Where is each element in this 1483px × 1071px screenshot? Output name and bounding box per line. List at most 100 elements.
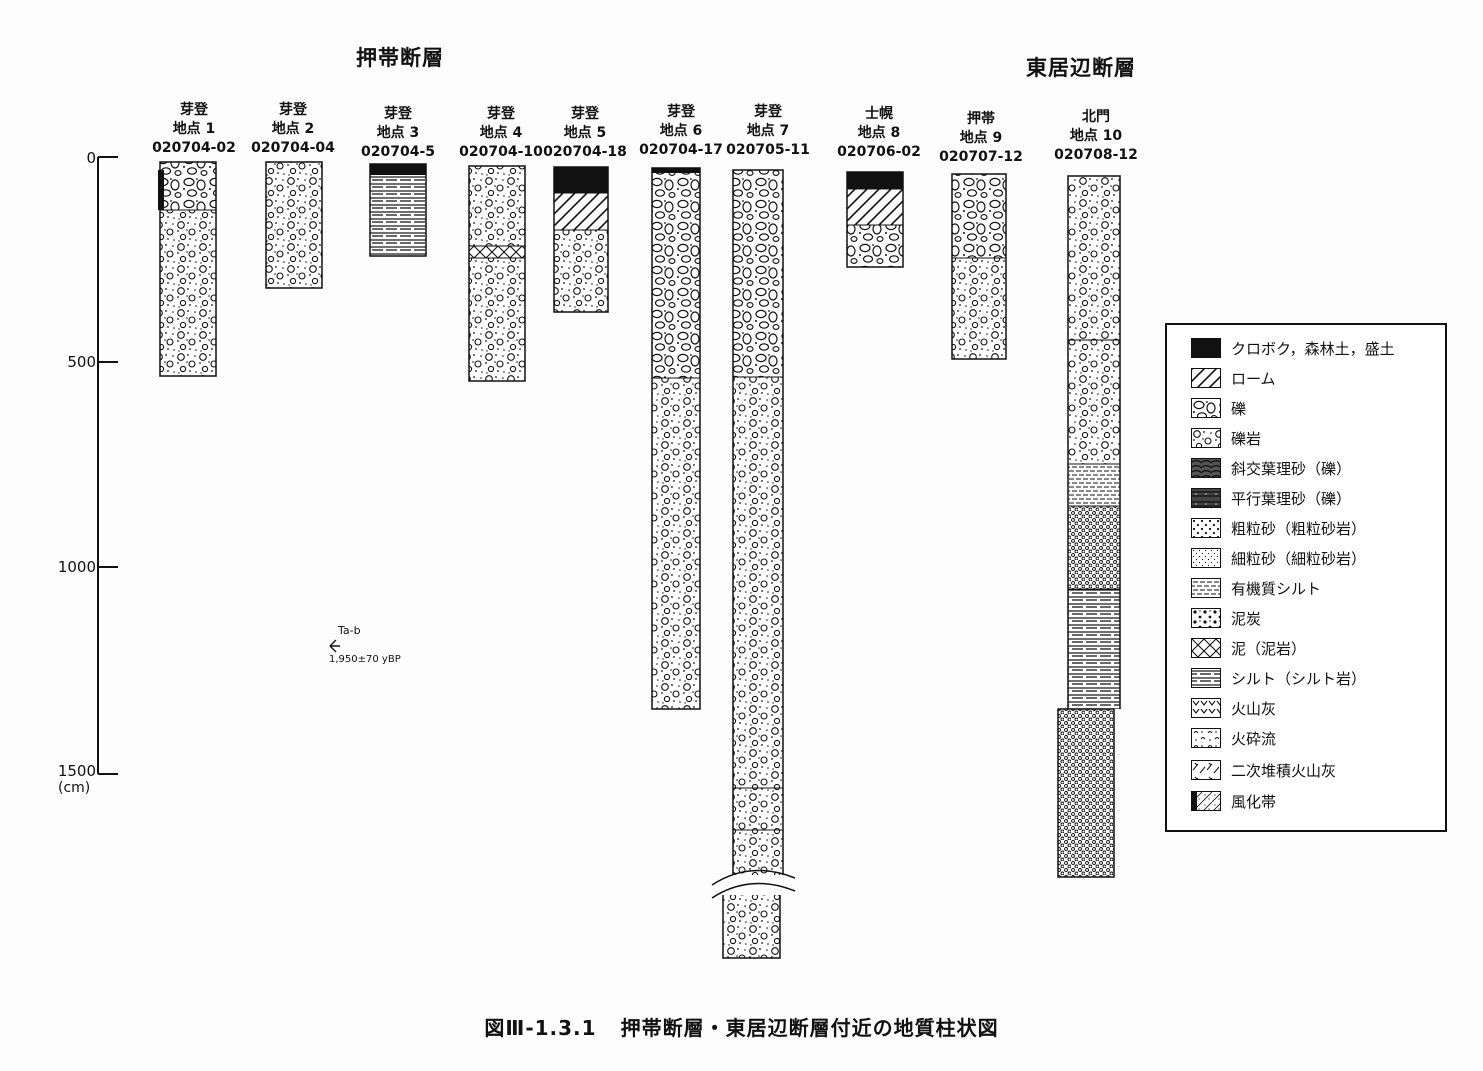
scale-tick-label: 0 bbox=[86, 149, 96, 167]
depth-scale-axis bbox=[97, 156, 118, 775]
figure-title: 押帯断層・東居辺断層付近の地質柱状図 bbox=[620, 1016, 999, 1040]
column-site: 地点 9 bbox=[959, 130, 1003, 146]
fault-title-higashiorobe: 東居辺断層 bbox=[1026, 56, 1136, 80]
legend-label: 二次堆積火山灰 bbox=[1231, 761, 1337, 780]
legend-item-mud: 泥（泥岩） bbox=[1191, 635, 1306, 661]
legend-item-weathered-zone: 風化帯 bbox=[1191, 788, 1276, 814]
legend-item-pyroclastic-flow: 火砕流 bbox=[1191, 725, 1276, 751]
legend-item-kurobok: クロボク，森林土，盛土 bbox=[1191, 335, 1395, 361]
column-code: 020704-10 bbox=[459, 144, 543, 160]
scale-tick-label: 500 bbox=[67, 353, 96, 371]
column-code: 020704-02 bbox=[152, 140, 236, 156]
scale-tick-label: 1000 bbox=[57, 558, 96, 576]
column-code: 020704-5 bbox=[361, 144, 435, 160]
gravel-swatch-icon bbox=[1191, 398, 1221, 418]
column-8 bbox=[846, 171, 904, 268]
legend-label: 泥（泥岩） bbox=[1231, 639, 1307, 658]
column-header-9: 押帯 地点 9 020707-12 bbox=[926, 110, 1036, 167]
legend-label: 礫 bbox=[1231, 399, 1247, 418]
legend: クロボク，森林土，盛土 ローム 礫 礫岩 斜交葉理砂（礫） 平行葉理砂（礫） 粗… bbox=[1165, 323, 1447, 832]
silt-swatch-icon bbox=[1191, 668, 1221, 688]
coarse-sand-swatch-icon bbox=[1191, 518, 1221, 538]
secondary-ash-swatch-icon bbox=[1191, 760, 1221, 780]
column-site: 地点 4 bbox=[479, 125, 523, 141]
legend-label: 火山灰 bbox=[1231, 699, 1277, 718]
column-code: 020706-02 bbox=[837, 144, 921, 160]
legend-item-conglomerate: 礫岩 bbox=[1191, 425, 1261, 451]
column-site: 地点 10 bbox=[1069, 128, 1123, 144]
legend-label: 平行葉理砂（礫） bbox=[1231, 489, 1352, 508]
column-header-2: 芽登 地点 2 020704-04 bbox=[238, 101, 348, 158]
column-area: 士幌 bbox=[865, 106, 893, 122]
legend-item-cross-bedded-sand: 斜交葉理砂（礫） bbox=[1191, 455, 1351, 481]
column-header-6: 芽登 地点 6 020704-17 bbox=[626, 103, 736, 160]
mud-swatch-icon bbox=[1191, 638, 1221, 658]
column-3 bbox=[369, 163, 427, 257]
column-code: 020708-12 bbox=[1054, 147, 1138, 163]
volcanic-ash-swatch-icon bbox=[1191, 698, 1221, 718]
column-1 bbox=[158, 161, 217, 377]
pyroclastic-swatch-icon bbox=[1191, 728, 1221, 748]
column-site: 地点 5 bbox=[563, 125, 607, 141]
column-code: 020704-18 bbox=[543, 144, 627, 160]
column-site: 地点 1 bbox=[172, 121, 216, 137]
tephra-date: 1,950±70 yBP bbox=[329, 654, 401, 665]
weathered-swatch-icon bbox=[1191, 791, 1221, 811]
fault-title-oshiobi: 押帯断層 bbox=[356, 46, 444, 70]
column-9 bbox=[951, 173, 1007, 360]
column-area: 芽登 bbox=[279, 102, 307, 118]
fine-sand-swatch-icon bbox=[1191, 548, 1221, 568]
legend-item-parallel-laminated-sand: 平行葉理砂（礫） bbox=[1191, 485, 1351, 511]
column-header-7: 芽登 地点 7 020705-11 bbox=[713, 103, 823, 160]
column-area: 芽登 bbox=[754, 104, 782, 120]
legend-label: 斜交葉理砂（礫） bbox=[1231, 459, 1352, 478]
column-header-3: 芽登 地点 3 020704-5 bbox=[343, 105, 453, 162]
column-area: 北門 bbox=[1082, 109, 1110, 125]
legend-label: シルト（シルト岩） bbox=[1231, 669, 1367, 688]
column-site: 地点 7 bbox=[746, 123, 790, 139]
legend-item-silt: シルト（シルト岩） bbox=[1191, 665, 1366, 691]
column-2 bbox=[265, 161, 323, 289]
break-mark bbox=[711, 869, 796, 886]
column-area: 芽登 bbox=[384, 106, 412, 122]
column-7 bbox=[711, 169, 796, 959]
column-header-5: 芽登 地点 5 020704-18 bbox=[530, 105, 640, 162]
legend-item-coarse-sand: 粗粒砂（粗粒砂岩） bbox=[1191, 515, 1366, 541]
column-header-1: 芽登 地点 1 020704-02 bbox=[139, 101, 249, 158]
column-code: 020704-17 bbox=[639, 142, 723, 158]
column-site: 地点 2 bbox=[271, 121, 315, 137]
scale-tick-label: 1500 bbox=[57, 762, 96, 780]
figure-caption: 図Ⅲ-1.3.1 押帯断層・東居辺断層付近の地質柱状図 bbox=[0, 1012, 1483, 1041]
legend-item-fine-sand: 細粒砂（細粒砂岩） bbox=[1191, 545, 1366, 571]
column-5 bbox=[553, 166, 609, 313]
hatch-swatch-icon bbox=[1191, 368, 1221, 388]
column-area: 芽登 bbox=[667, 104, 695, 120]
column-area: 芽登 bbox=[571, 106, 599, 122]
black-swatch-icon bbox=[1191, 338, 1221, 358]
figure-number: 図Ⅲ-1.3.1 bbox=[484, 1016, 597, 1040]
legend-item-secondary-ash: 二次堆積火山灰 bbox=[1191, 757, 1336, 783]
column-site: 地点 8 bbox=[857, 125, 901, 141]
legend-label: ローム bbox=[1231, 369, 1276, 388]
legend-label: 有機質シルト bbox=[1231, 579, 1322, 598]
column-site: 地点 3 bbox=[376, 125, 420, 141]
conglomerate-swatch-icon bbox=[1191, 428, 1221, 448]
legend-label: クロボク，森林土，盛土 bbox=[1231, 339, 1395, 358]
column-header-8: 士幌 地点 8 020706-02 bbox=[824, 105, 934, 162]
weathered-zone-bar bbox=[158, 170, 164, 210]
legend-label: 礫岩 bbox=[1231, 429, 1262, 448]
column-code: 020705-11 bbox=[726, 142, 810, 158]
column-code: 020704-04 bbox=[251, 140, 335, 156]
legend-item-peat: 泥炭 bbox=[1191, 605, 1261, 631]
legend-item-organic-silt: 有機質シルト bbox=[1191, 575, 1321, 601]
legend-item-volcanic-ash: 火山灰 bbox=[1191, 695, 1276, 721]
column-code: 020707-12 bbox=[939, 149, 1023, 165]
column-6 bbox=[651, 167, 701, 710]
parallel-laminated-swatch-icon bbox=[1191, 488, 1221, 508]
legend-label: 泥炭 bbox=[1231, 609, 1262, 628]
column-site: 地点 6 bbox=[659, 123, 703, 139]
legend-item-gravel: 礫 bbox=[1191, 395, 1246, 421]
column-area: 押帯 bbox=[967, 111, 995, 127]
legend-label: 風化帯 bbox=[1231, 792, 1277, 811]
